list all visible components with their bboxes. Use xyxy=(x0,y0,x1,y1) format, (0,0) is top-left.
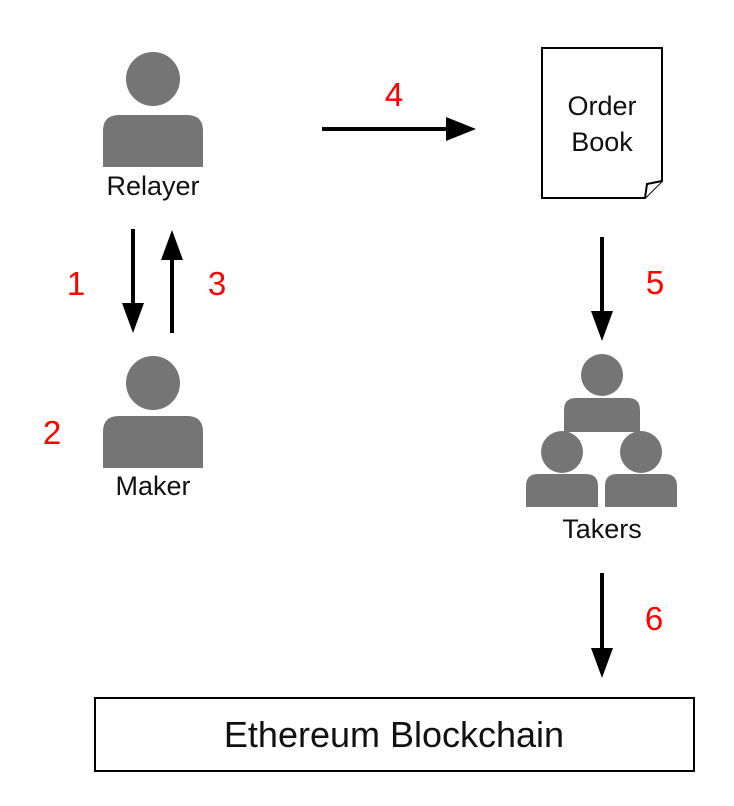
takers-node: Takers xyxy=(526,354,677,544)
step-3-label: 3 xyxy=(208,265,226,302)
step-1-label: 1 xyxy=(67,265,85,302)
step-5-label: 5 xyxy=(646,264,664,301)
arrow-takers-to-blockchain xyxy=(591,573,613,678)
order-book-node: Order Book xyxy=(541,47,663,199)
order-book-label-line2: Book xyxy=(571,127,633,157)
blockchain-label: Ethereum Blockchain xyxy=(224,714,564,755)
relayer-person-icon xyxy=(103,52,203,167)
relayer-label: Relayer xyxy=(106,171,199,201)
arrow-relayer-to-orderbook xyxy=(322,117,476,141)
step-2-label: 2 xyxy=(43,414,61,451)
takers-label: Takers xyxy=(562,514,642,544)
document-icon xyxy=(541,47,663,199)
order-book-label-line1: Order xyxy=(567,91,636,121)
maker-node: Maker xyxy=(103,356,203,501)
step-6-label: 6 xyxy=(645,600,663,637)
maker-person-icon xyxy=(103,356,203,468)
document-fold xyxy=(644,180,663,199)
arrow-maker-to-relayer xyxy=(161,230,183,333)
arrow-relayer-to-maker xyxy=(122,229,144,333)
blockchain-node: Ethereum Blockchain xyxy=(94,697,695,772)
takers-group-icon xyxy=(526,354,677,507)
blockchain-box xyxy=(94,697,695,772)
maker-label: Maker xyxy=(115,471,190,501)
arrow-orderbook-to-takers xyxy=(591,237,613,341)
relayer-node: Relayer xyxy=(103,52,203,201)
step-4-label: 4 xyxy=(385,76,403,113)
